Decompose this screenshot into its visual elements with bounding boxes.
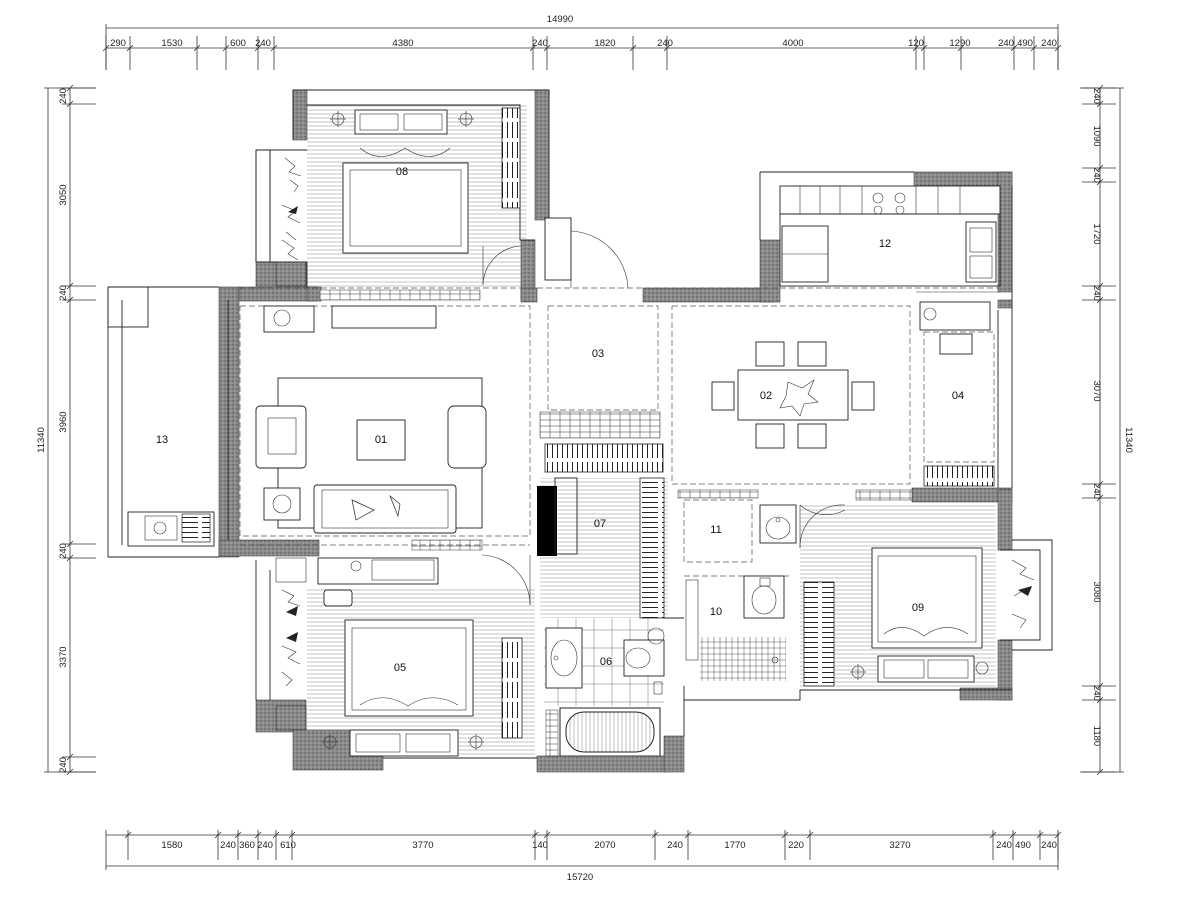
room-label-11: 11 — [710, 524, 721, 536]
dim-right-segment: 1180 — [1091, 726, 1102, 746]
room-label-13: 13 — [156, 434, 168, 446]
dim-right-segment: 240 — [1091, 685, 1102, 701]
dim-right-segment: 240 — [1091, 483, 1102, 499]
dim-left-segment: 240 — [58, 88, 69, 104]
dim-top-segment: 1290 — [949, 38, 970, 49]
room-label-12: 12 — [879, 238, 891, 250]
bedroom-09-furniture — [803, 547, 1035, 687]
room-label-10: 10 — [710, 606, 722, 618]
wall-outlines — [107, 89, 1053, 759]
dim-bottom-segment: 610 — [280, 840, 296, 851]
dim-bottom-segment: 2070 — [594, 840, 615, 851]
dim-bottom-segment: 1770 — [724, 840, 745, 851]
room-labels: 01 02 03 04 05 06 07 08 09 10 11 12 13 — [156, 166, 964, 674]
dim-top-segment: 600 — [230, 38, 246, 49]
dim-bottom-segment: 140 — [532, 840, 548, 851]
dim-bottom-segment: 3270 — [889, 840, 910, 851]
hall-furniture — [481, 217, 665, 619]
dim-top-segment: 240 — [532, 38, 548, 49]
room-label-07: 07 — [594, 518, 606, 530]
dim-left-segment: 240 — [58, 757, 69, 773]
dim-top-segment: 490 — [1017, 38, 1033, 49]
dim-bottom-segment: 240 — [220, 840, 236, 851]
dim-left-segment: 240 — [58, 285, 69, 301]
balcony-13-fixtures — [127, 511, 215, 547]
dim-top-segment: 1820 — [594, 38, 615, 49]
dim-bottom-segment: 490 — [1015, 840, 1031, 851]
bedroom-05-furniture — [275, 557, 523, 757]
dim-bottom-segment: 240 — [1041, 840, 1057, 851]
room-label-02: 02 — [760, 390, 772, 402]
room-label-08: 08 — [396, 166, 408, 178]
room-label-03: 03 — [592, 348, 604, 360]
dim-left-segment: 3960 — [58, 411, 69, 432]
dim-bottom-total: 15720 — [567, 872, 593, 883]
dim-bottom-segment: 360 — [239, 840, 255, 851]
dim-top-segment: 240 — [657, 38, 673, 49]
dim-top-segment: 4380 — [392, 38, 413, 49]
room-label-05: 05 — [394, 662, 406, 674]
dim-top-segment: 4000 — [782, 38, 803, 49]
dim-right-segment: 240 — [1091, 285, 1102, 301]
dim-right-segment: 1090 — [1091, 125, 1102, 146]
dim-bottom-segment: 220 — [788, 840, 804, 851]
dining-furniture — [711, 341, 875, 449]
dimension-top: 14990 290 1530 600 240 4380 240 1820 240 4000 120… — [102, 14, 1062, 70]
bathroom-06-fixtures — [545, 627, 665, 695]
plant-icons-08 — [281, 157, 302, 261]
dim-top-segment: 240 — [255, 38, 271, 49]
kitchen-12-fixtures — [779, 185, 1001, 293]
dim-top-segment: 1530 — [161, 38, 182, 49]
dim-left-segment: 240 — [58, 543, 69, 559]
dim-right-segment: 240 — [1091, 88, 1102, 104]
dimension-left: 11340 240 3050 240 3960 240 3370 240 — [36, 84, 96, 776]
dim-left-total: 11340 — [36, 427, 47, 453]
dim-bottom-segment: 240 — [257, 840, 273, 851]
dim-bottom-segment: 240 — [667, 840, 683, 851]
dim-left-segment: 3370 — [58, 646, 69, 667]
dim-top-segment: 120 — [908, 38, 924, 49]
room-label-01: 01 — [375, 434, 387, 446]
living-room-furniture — [227, 300, 487, 540]
dim-right-total: 11340 — [1123, 427, 1134, 453]
bedroom-08-furniture — [255, 107, 522, 287]
dim-right-segment: 1720 — [1091, 223, 1102, 244]
dim-left-segment: 3050 — [58, 184, 69, 205]
dim-top-segment: 240 — [998, 38, 1014, 49]
dim-bottom-segment: 1580 — [161, 840, 182, 851]
dim-top-segment: 290 — [110, 38, 126, 49]
room-label-09: 09 — [912, 602, 924, 614]
study-04-furniture — [919, 301, 995, 487]
dim-bottom-segment: 240 — [996, 840, 1012, 851]
dim-right-segment: 240 — [1091, 167, 1102, 183]
dim-right-segment: 3080 — [1091, 581, 1102, 602]
plant-icons-05 — [281, 589, 301, 687]
dim-right-segment: 3070 — [1091, 380, 1102, 401]
dimension-right: 11340 240 1090 240 1720 240 3070 240 3080 240 118… — [1080, 84, 1134, 776]
room-label-04: 04 — [952, 390, 964, 402]
dim-top-segment: 240 — [1041, 38, 1057, 49]
dim-top-total: 14990 — [547, 14, 573, 25]
bathroom-10-11-fixtures — [685, 504, 846, 664]
room-label-06: 06 — [600, 656, 612, 668]
dim-bottom-segment: 3770 — [412, 840, 433, 851]
ceiling-dashed-lines — [239, 287, 1000, 577]
